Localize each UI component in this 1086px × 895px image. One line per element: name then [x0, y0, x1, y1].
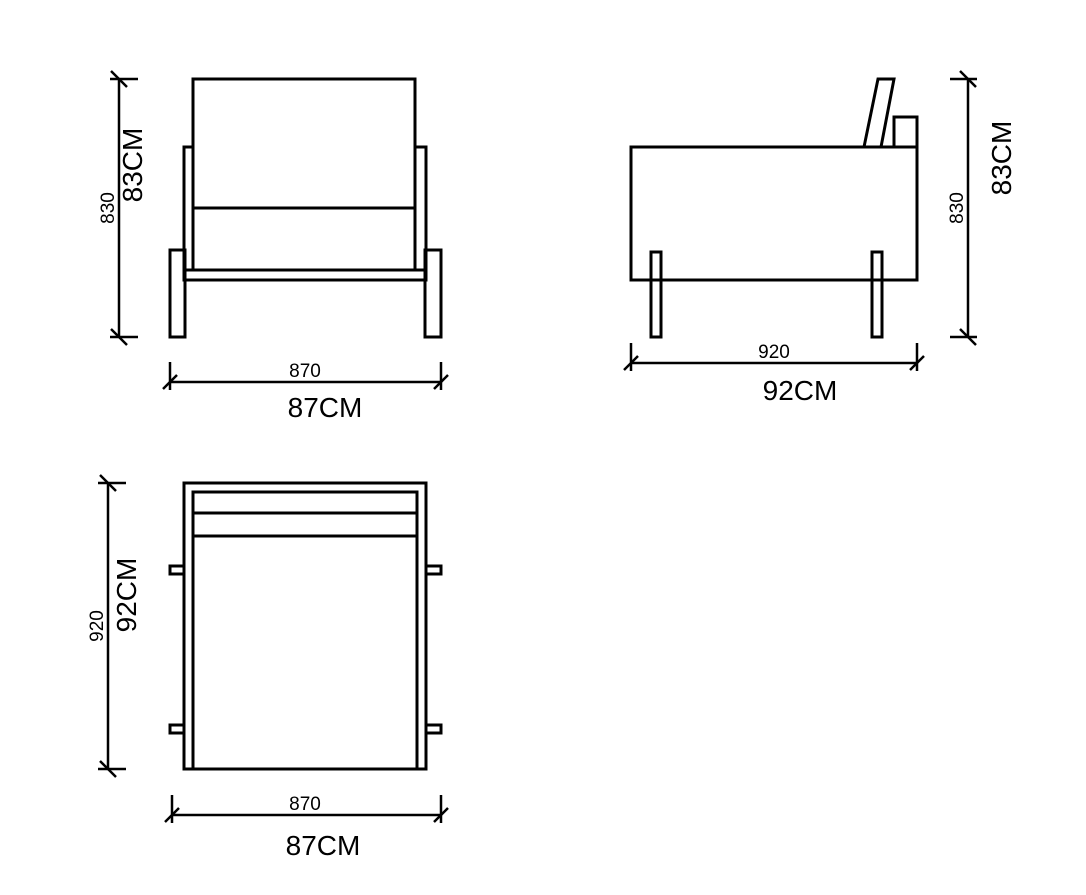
leg-nub [168, 723, 186, 735]
front-width-cm: 87CM [288, 392, 363, 423]
top-view: 920 92CM 870 87CM [87, 474, 449, 861]
front-leg [649, 250, 663, 339]
height-dimension: 830 83CM [98, 70, 148, 346]
front-height-cm: 83CM [117, 128, 148, 203]
left-leg [168, 248, 187, 339]
side-height-cm: 83CM [986, 121, 1017, 196]
front-view: 830 83CM 870 87CM [98, 70, 449, 423]
back-leg [870, 250, 884, 339]
leg-nub [424, 723, 443, 735]
seat [191, 490, 419, 771]
depth-dimension: 920 92CM [623, 342, 925, 406]
leg-nub [168, 564, 186, 576]
armrest [892, 115, 919, 149]
right-leg [423, 248, 443, 339]
side-view: 830 83CM 920 92CM [623, 70, 1017, 406]
body [629, 145, 919, 282]
top-depth-cm: 92CM [111, 558, 142, 633]
side-depth-mm: 920 [758, 342, 790, 363]
base-rail [182, 268, 428, 282]
top-width-cm: 87CM [286, 830, 361, 861]
outer-frame [182, 481, 428, 771]
depth-dimension: 920 92CM [87, 474, 142, 778]
width-dimension: 870 87CM [162, 361, 449, 423]
height-dimension: 830 83CM [947, 70, 1017, 346]
leg-nub [424, 564, 443, 576]
top-depth-mm: 920 [87, 610, 108, 642]
side-depth-cm: 92CM [763, 375, 838, 406]
top-width-mm: 870 [289, 794, 321, 815]
side-height-mm: 830 [947, 192, 968, 224]
backrest [191, 77, 417, 272]
width-dimension: 870 87CM [164, 794, 449, 861]
front-width-mm: 870 [289, 361, 321, 382]
front-height-mm: 830 [98, 192, 119, 224]
slanted-backrest [862, 77, 896, 149]
